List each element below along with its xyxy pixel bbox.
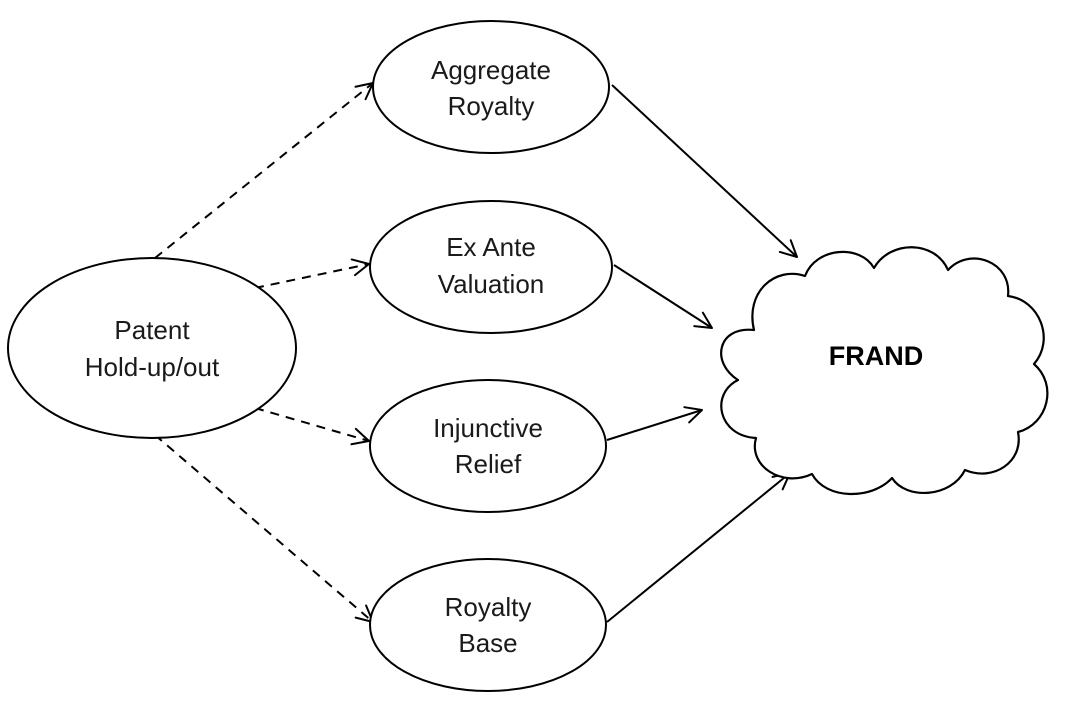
node-royalty-base: Royalty Base [369,558,607,692]
edge-royalty-base-to-frand [606,472,791,623]
node-injunctive-relief-line1: Injunctive [433,413,543,443]
node-patent-holdup-shape [7,257,297,439]
frand-label: FRAND [829,341,924,371]
node-ex-ante-valuation: Ex Ante Valuation [369,200,613,334]
node-patent-holdup-line2: Hold-up/out [85,352,220,382]
node-ex-ante-valuation-line2: Valuation [438,269,545,299]
node-ex-ante-valuation-shape [369,200,613,334]
edge-patent-to-aggregate-royalty [154,82,374,259]
edge-aggregate-royalty-to-frand [611,84,798,258]
node-aggregate-royalty-line1: Aggregate [431,55,551,85]
node-royalty-base-shape [369,558,607,692]
edge-patent-to-injunctive-relief [254,407,370,446]
node-patent-holdup-line1: Patent [114,315,190,345]
edges-dashed [154,82,374,623]
node-royalty-base-line2: Base [458,628,517,658]
frand-cloud-shape [720,246,1049,496]
edge-ex-ante-valuation-to-frand [613,264,713,329]
node-injunctive-relief: Injunctive Relief [369,379,607,513]
node-frand: FRAND [720,246,1049,496]
node-aggregate-royalty-shape [372,20,610,154]
node-injunctive-relief-line2: Relief [455,449,522,479]
node-injunctive-relief-shape [369,379,607,513]
edges-solid [606,84,798,623]
node-ex-ante-valuation-line1: Ex Ante [446,232,536,262]
node-royalty-base-line1: Royalty [445,592,532,622]
edge-patent-to-royalty-base [154,434,374,623]
node-aggregate-royalty-line2: Royalty [448,91,535,121]
node-aggregate-royalty: Aggregate Royalty [372,20,610,154]
node-patent-holdup: Patent Hold-up/out [7,257,297,439]
edge-patent-to-ex-ante-valuation [254,258,370,289]
edge-injunctive-relief-to-frand [606,406,703,441]
